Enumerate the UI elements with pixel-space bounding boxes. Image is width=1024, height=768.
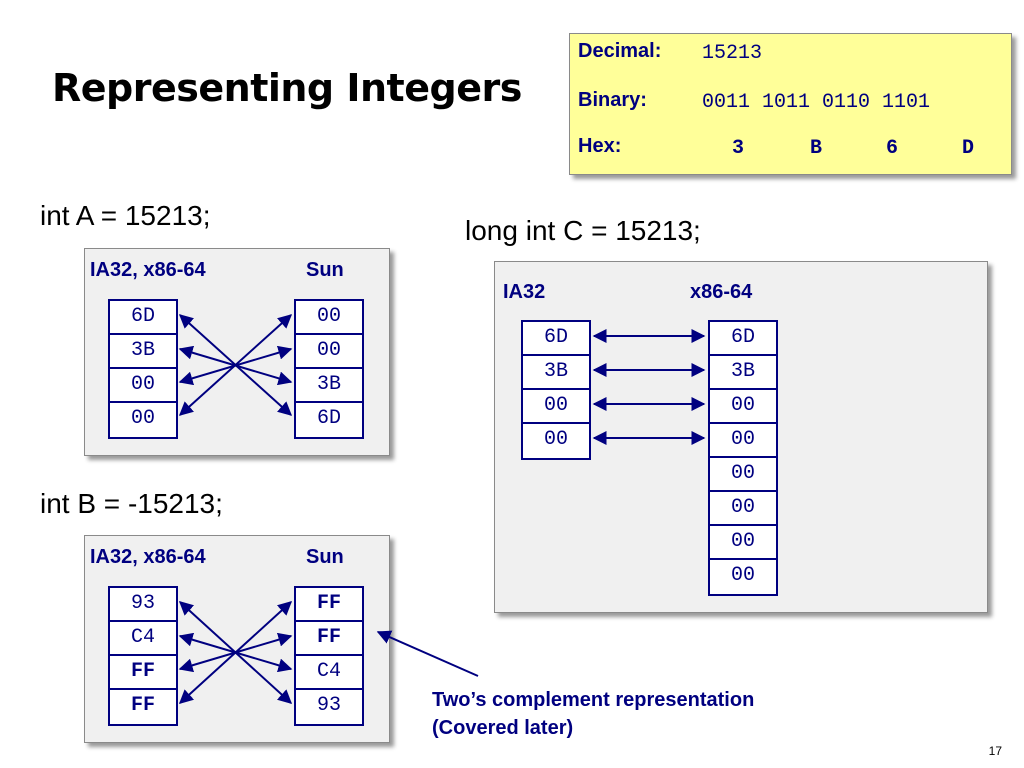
byte-cell: 00 <box>296 301 362 335</box>
long-c-panel: IA32 x86-64 6D 3B 00 00 6D 3B 00 00 00 0… <box>494 261 988 613</box>
int-b-arrow <box>178 601 293 704</box>
byte-cell: FF <box>130 694 155 717</box>
hex-digit: 6 <box>885 137 898 160</box>
long-c-left-label: IA32 <box>503 281 546 303</box>
byte-cell: 6D <box>523 322 589 356</box>
long-c-heading: long int C = 15213; <box>465 215 701 246</box>
hex-digit: B <box>809 137 822 160</box>
byte-cell: 00 <box>710 390 776 424</box>
int-a-heading: int A = 15213; <box>40 200 211 231</box>
long-c-right-label: x86-64 <box>690 281 753 303</box>
byte-cell: FF <box>296 588 362 622</box>
byte-cell: FF <box>110 656 176 690</box>
int-a-left-label: IA32, x86-64 <box>90 259 206 281</box>
long-c-ia32-bytes: 6D 3B 00 00 <box>521 320 591 460</box>
decimal-value: 15213 <box>702 42 763 65</box>
byte-cell: 3B <box>523 356 589 390</box>
int-a-panel: IA32, x86-64 Sun 6D 3B 00 00 00 00 3B 6D <box>84 248 390 456</box>
byte-cell: 00 <box>710 526 776 560</box>
slide-title: Representing Integers <box>52 66 522 110</box>
byte-cell: 3B <box>710 356 776 390</box>
hex-label: Hex: <box>578 135 622 157</box>
note-pointer-arrow <box>376 630 479 677</box>
byte-cell: 00 <box>543 428 568 451</box>
int-a-sun-bytes: 00 00 3B 6D <box>294 299 364 439</box>
note-line-2: (Covered later) <box>432 717 574 739</box>
byte-cell: 3B <box>110 335 176 369</box>
int-b-heading: int B = -15213; <box>40 488 223 519</box>
byte-cell: 93 <box>110 588 176 622</box>
int-b-left-label: IA32, x86-64 <box>90 546 206 568</box>
binary-label: Binary: <box>578 89 647 111</box>
byte-cell: 00 <box>730 564 755 587</box>
page-number: 17 <box>988 744 1002 758</box>
byte-cell: 6D <box>110 301 176 335</box>
int-a-arrow <box>178 314 293 416</box>
byte-cell: 00 <box>296 335 362 369</box>
byte-cell: 00 <box>710 424 776 458</box>
byte-cell: 00 <box>710 458 776 492</box>
int-a-right-label: Sun <box>306 259 344 281</box>
binary-value: 0011 1011 0110 1101 <box>702 91 931 114</box>
byte-cell: 00 <box>523 390 589 424</box>
int-a-ia32-bytes: 6D 3B 00 00 <box>108 299 178 439</box>
number-info-box: Decimal: 15213 Binary: 0011 1011 0110 11… <box>569 33 1012 175</box>
byte-cell: 00 <box>110 369 176 403</box>
int-b-right-label: Sun <box>306 546 344 568</box>
byte-cell: 00 <box>130 407 155 430</box>
long-c-x86-64-bytes: 6D 3B 00 00 00 00 00 00 <box>708 320 778 596</box>
byte-cell: 6D <box>710 322 776 356</box>
twos-complement-note: Two’s complement representation (Covered… <box>432 686 754 742</box>
byte-cell: C4 <box>296 656 362 690</box>
byte-cell: 3B <box>296 369 362 403</box>
byte-cell: FF <box>296 622 362 656</box>
hex-digit: 3 <box>731 137 744 160</box>
byte-cell: 00 <box>710 492 776 526</box>
byte-cell: C4 <box>110 622 176 656</box>
byte-cell: 93 <box>316 694 341 717</box>
note-line-1: Two’s complement representation <box>432 689 755 711</box>
decimal-label: Decimal: <box>578 40 662 62</box>
byte-cell: 6D <box>316 407 341 430</box>
int-b-ia32-bytes: 93 C4 FF FF <box>108 586 178 726</box>
int-b-sun-bytes: FF FF C4 93 <box>294 586 364 726</box>
hex-digit: D <box>961 137 974 160</box>
